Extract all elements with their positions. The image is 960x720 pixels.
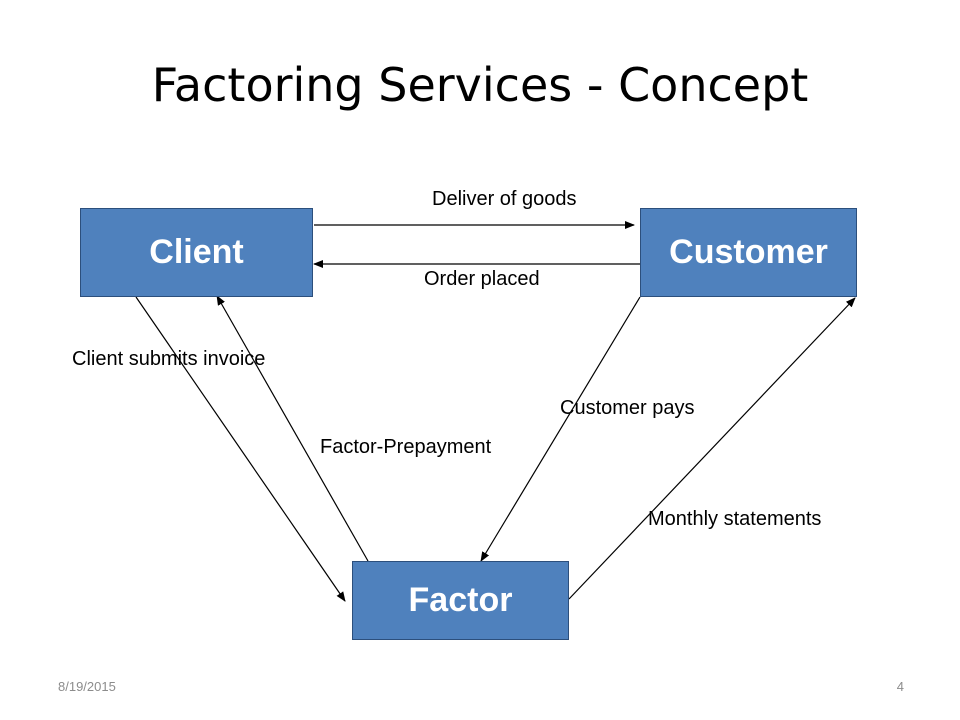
node-customer-label: Customer (669, 233, 828, 271)
slide-title: Factoring Services - Concept (151, 58, 809, 112)
edge-label-client-submits-invoice: Client submits invoice (72, 348, 266, 370)
node-factor: Factor (352, 561, 569, 640)
arrow-monthly-statements (568, 297, 856, 600)
edge-label-monthly-statements: Monthly statements (648, 508, 822, 530)
arrow-customer-pays (480, 296, 641, 562)
edge-label-order-placed: Order placed (424, 268, 540, 290)
footer-page-number: 4 (896, 679, 904, 694)
arrow-client-submits-invoice (135, 296, 346, 602)
arrow-factor-prepayment (216, 295, 369, 562)
node-client: Client (80, 208, 313, 297)
node-client-label: Client (149, 233, 244, 271)
edge-label-deliver-of-goods: Deliver of goods (432, 188, 577, 210)
edge-label-factor-prepayment: Factor-Prepayment (320, 436, 492, 458)
node-customer: Customer (640, 208, 857, 297)
edge-label-customer-pays: Customer pays (560, 397, 695, 419)
node-factor-label: Factor (408, 581, 513, 619)
footer-date: 8/19/2015 (58, 679, 116, 694)
